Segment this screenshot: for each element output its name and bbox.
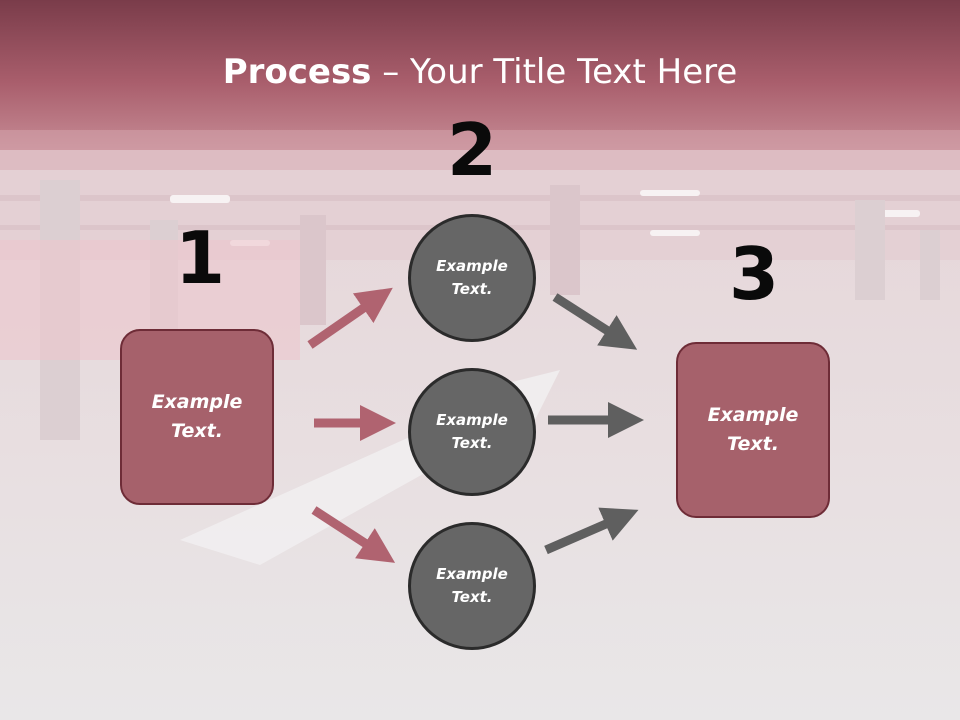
- arrow-2c-to-3: [544, 507, 639, 555]
- title-bold: Process: [222, 52, 372, 92]
- step-1-box: Example Text.: [120, 329, 274, 505]
- title-rest: – Your Title Text Here: [371, 52, 738, 92]
- arrow-1-to-2c: [311, 506, 396, 563]
- step-2-circle-1: Example Text.: [408, 214, 536, 342]
- step-number-2: 2: [446, 108, 498, 192]
- step-number-3: 3: [728, 232, 780, 316]
- step-3-box: Example Text.: [676, 342, 830, 518]
- step-2-text-2: Example Text.: [436, 411, 508, 452]
- step-2-text-3: Example Text.: [436, 565, 508, 606]
- arrow-2a-to-3: [552, 293, 638, 350]
- step-2-text-1: Example Text.: [436, 257, 508, 298]
- step-1-text: Example Text.: [151, 391, 243, 442]
- step-2-circle-3: Example Text.: [408, 522, 536, 650]
- step-3-text: Example Text.: [707, 404, 799, 455]
- arrow-1-to-2a: [307, 287, 393, 349]
- step-number-1: 1: [174, 216, 226, 300]
- slide-title: Process – Your Title Text Here: [0, 52, 960, 92]
- step-2-circle-2: Example Text.: [408, 368, 536, 496]
